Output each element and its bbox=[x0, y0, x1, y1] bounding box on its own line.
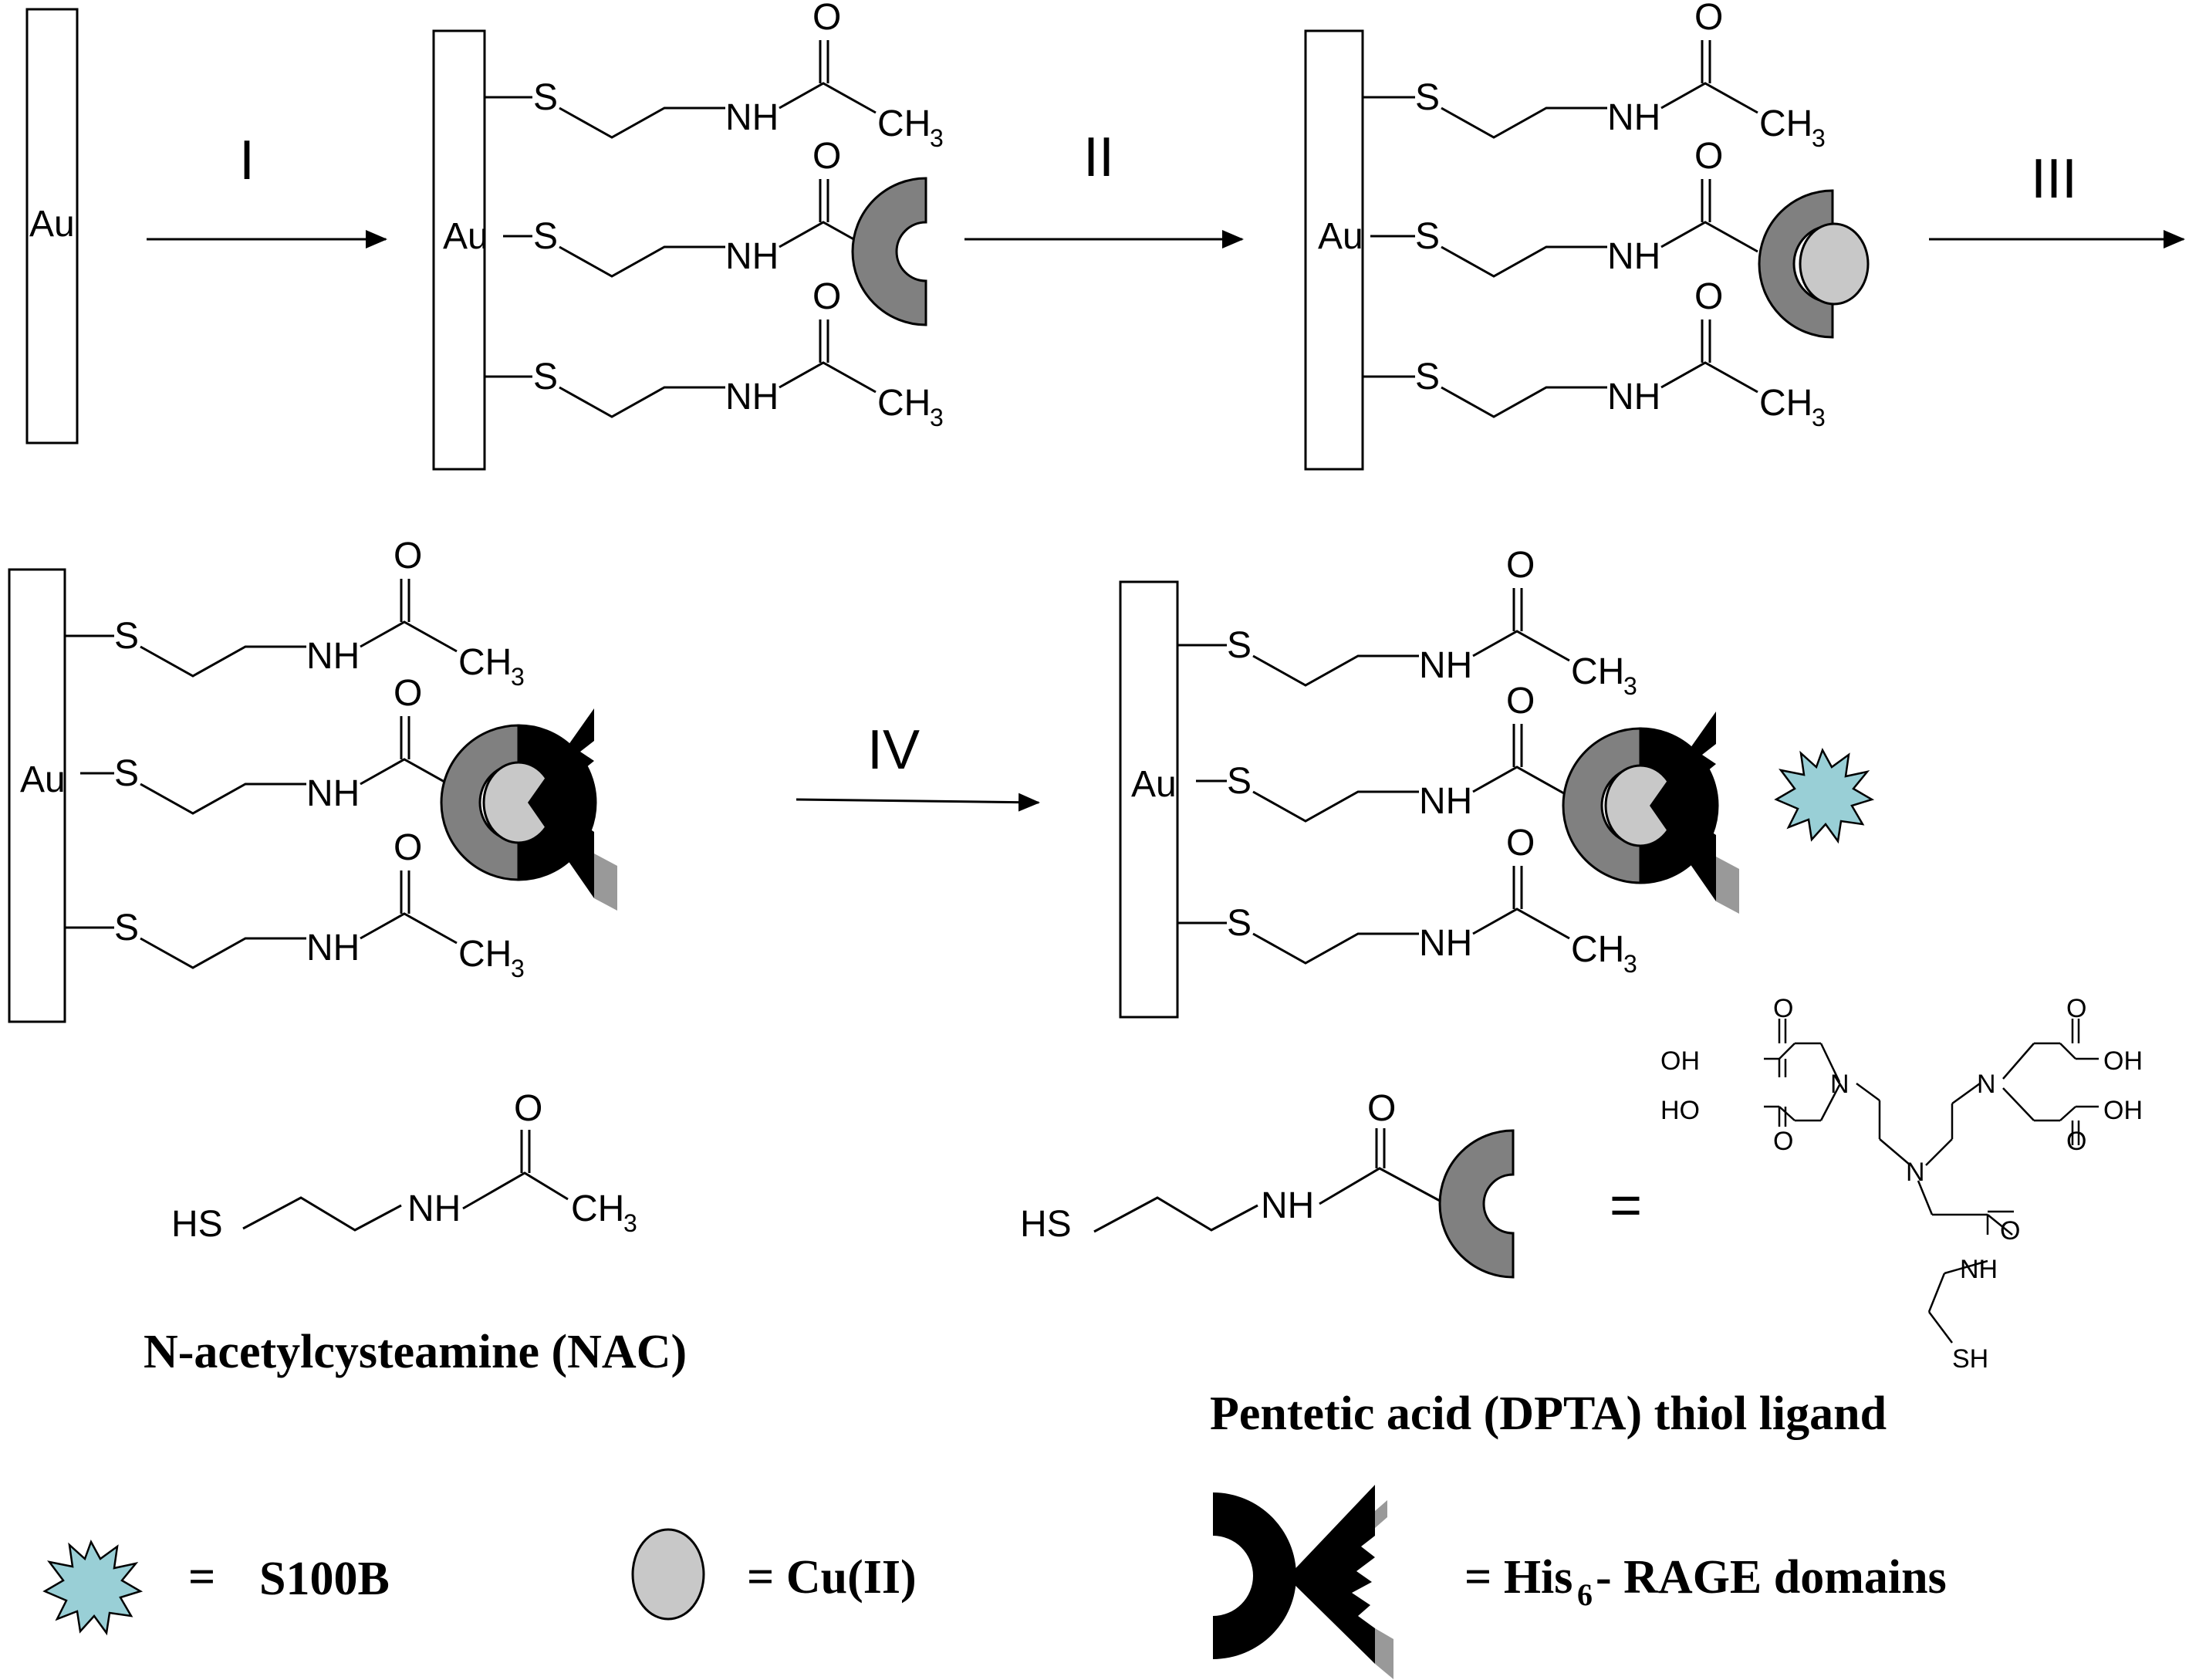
step-arrow-I: I bbox=[147, 130, 387, 248]
sam-electrode: Au bbox=[432, 0, 945, 471]
gold-label: Au bbox=[29, 204, 75, 245]
s100b-star bbox=[1775, 749, 1873, 843]
copper-icon bbox=[631, 1528, 705, 1621]
dtpa-chelator bbox=[851, 177, 927, 326]
oxygen-label: O bbox=[514, 1088, 542, 1129]
legend-s100b: = S100B bbox=[43, 1540, 390, 1634]
legend-rage-subscript: 6 bbox=[1577, 1577, 1593, 1612]
cu-loaded-electrode: Au bbox=[1304, 0, 1870, 471]
rage-domain-icon bbox=[1213, 1492, 1296, 1659]
nac-structure: HS NH O CH 3 N-acetylcysteamine (NAC) bbox=[144, 1088, 687, 1378]
hydroxyl-label: OH bbox=[2103, 1046, 2143, 1076]
amine-label: NH bbox=[407, 1188, 461, 1229]
carbonyl-oxygen-label: O bbox=[1773, 1127, 1793, 1156]
bare-gold-electrode: Au bbox=[25, 8, 79, 445]
hydroxyl-label: HO bbox=[1660, 1096, 1700, 1125]
dtpa-chelator bbox=[1438, 1129, 1515, 1279]
gold-label: Au bbox=[20, 759, 66, 800]
legend-rage: = His 6 - RAGE domains bbox=[1213, 1485, 1947, 1679]
carbonyl-oxygen-label: O bbox=[2000, 1216, 2020, 1246]
step-arrow-IV: IV bbox=[796, 719, 1040, 812]
hydroxyl-label: OH bbox=[1660, 1046, 1700, 1076]
thiol-label: HS bbox=[1020, 1204, 1072, 1245]
nitrogen-label: N bbox=[1977, 1070, 1996, 1099]
s100b-bound-electrode: Au bbox=[1119, 543, 1873, 1019]
dpta-caption: Pentetic acid (DPTA) thiol ligand bbox=[1210, 1388, 1887, 1440]
dtpa-cu-rage-complex bbox=[440, 707, 619, 912]
thiol-sh-label: SH bbox=[1952, 1344, 1988, 1374]
nitrogen-label: N bbox=[1830, 1070, 1850, 1099]
step-label-II: II bbox=[1083, 127, 1114, 188]
carbonyl-oxygen-label: O bbox=[2066, 994, 2086, 1023]
legend-equals: = bbox=[188, 1551, 215, 1604]
legend-s100b-label: S100B bbox=[259, 1553, 390, 1605]
dtpa-cu-complex bbox=[1758, 189, 1870, 339]
legend-cu: = Cu(II) bbox=[631, 1528, 917, 1621]
hydroxyl-label: OH bbox=[2103, 1096, 2143, 1125]
carbonyl-oxygen-label: O bbox=[1773, 994, 1793, 1023]
amide-nh-label: NH bbox=[1960, 1255, 1998, 1284]
nac-caption: N-acetylcysteamine (NAC) bbox=[144, 1326, 687, 1378]
dtpa-cu-rage-complex bbox=[1562, 710, 1741, 915]
thiol-label: HS bbox=[171, 1204, 223, 1245]
step-label-I: I bbox=[239, 130, 255, 191]
legend-rage-prefix: = His bbox=[1464, 1551, 1572, 1604]
step-label-III: III bbox=[2031, 148, 2077, 210]
methyl-label: CH bbox=[571, 1188, 624, 1229]
methyl-subscript: 3 bbox=[623, 1209, 637, 1237]
equals-sign: = bbox=[1610, 1175, 1642, 1236]
dpta-ligand-definition: HS NH O = Pentetic acid (DPTA) thiol lig… bbox=[1020, 1088, 1887, 1440]
nitrogen-label: N bbox=[1906, 1158, 1925, 1187]
amine-label: NH bbox=[1261, 1185, 1314, 1226]
legend-cu-label: = Cu(II) bbox=[747, 1551, 917, 1604]
carbonyl-oxygen-label: O bbox=[2066, 1127, 2086, 1156]
dtpa-full-structure: OH HO O O N N N O O OH OH O NH SH bbox=[1660, 994, 2143, 1374]
step-label-IV: IV bbox=[867, 719, 920, 781]
gold-label: Au bbox=[1131, 764, 1177, 805]
step-arrow-III: III bbox=[1929, 148, 2185, 248]
s100b-star-icon bbox=[43, 1540, 142, 1634]
step-arrow-II: II bbox=[964, 127, 1244, 248]
rage-electrode: Au bbox=[8, 534, 619, 1023]
legend: = S100B = Cu(II) = His 6 - RAGE domains bbox=[43, 1485, 1947, 1679]
gold-label: Au bbox=[1318, 216, 1363, 257]
legend-rage-suffix: - RAGE domains bbox=[1596, 1551, 1947, 1604]
gold-label: Au bbox=[443, 216, 488, 257]
oxygen-label: O bbox=[1367, 1088, 1396, 1129]
